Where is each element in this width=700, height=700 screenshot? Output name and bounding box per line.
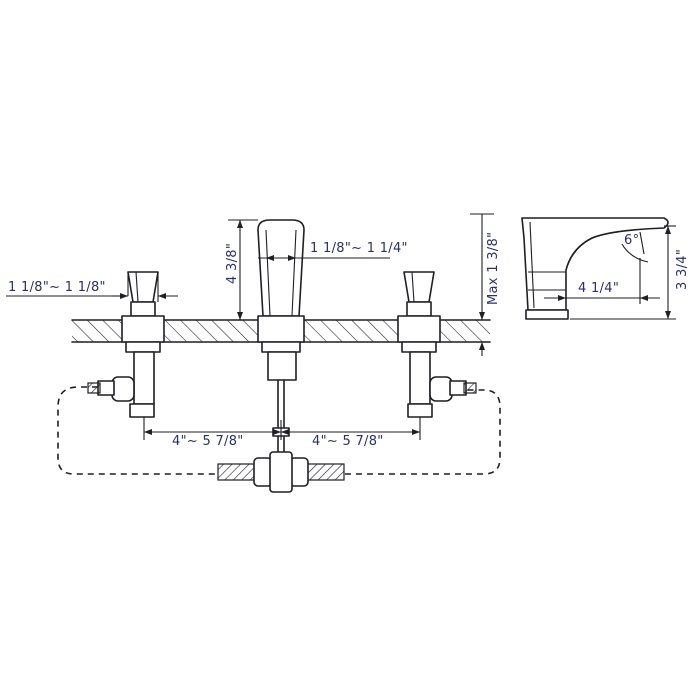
side-height-label: 3 3/4" bbox=[675, 249, 690, 290]
right-handle bbox=[397, 271, 477, 418]
left-handle bbox=[87, 271, 165, 418]
left-spacing-label: 4"~ 5 7/8" bbox=[172, 434, 244, 449]
right-spacing-label: 4"~ 5 7/8" bbox=[312, 434, 384, 449]
spout-width-label: 1 1/8"~ 1 1/4" bbox=[310, 241, 408, 256]
angle-label: 6° bbox=[624, 233, 639, 248]
spout-reach-label: 4 1/4" bbox=[578, 281, 619, 296]
spout-side-profile bbox=[521, 217, 669, 320]
supply-hose bbox=[57, 386, 501, 475]
dimension-lines bbox=[6, 213, 676, 440]
spout-height-label: 4 3/8" bbox=[225, 243, 240, 284]
tee-connector bbox=[217, 451, 345, 493]
max-deck-thickness-label: Max 1 3/8" bbox=[486, 232, 501, 305]
center-spout bbox=[257, 219, 305, 453]
handle-width-label: 1 1/8"~ 1 1/8" bbox=[8, 280, 106, 295]
